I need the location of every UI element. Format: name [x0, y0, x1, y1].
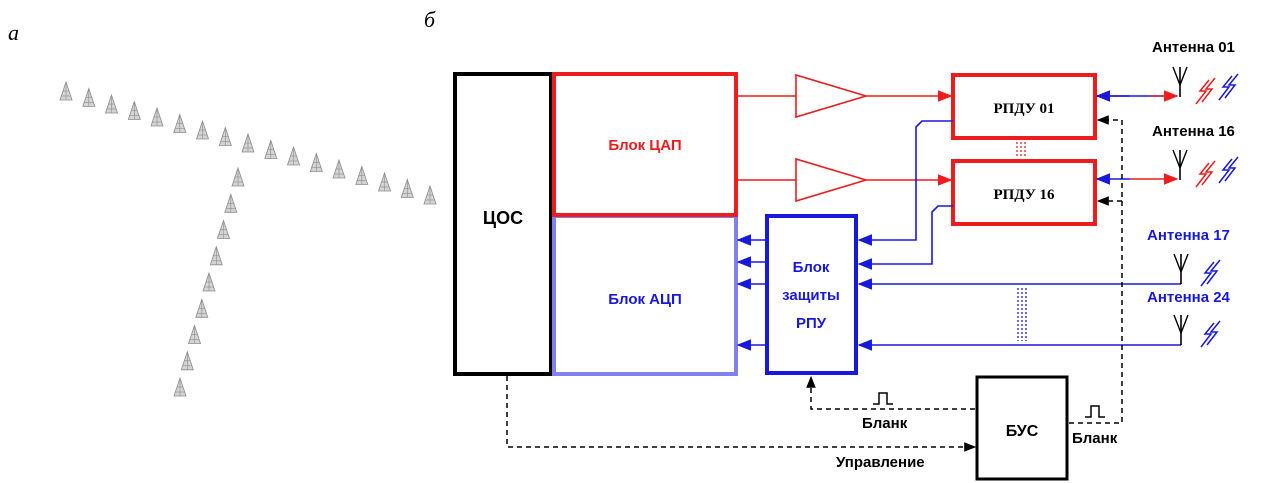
- tx-chain-01: [738, 73, 953, 119]
- rx-line-tx16: [857, 205, 953, 270]
- array-element: [209, 246, 223, 266]
- antenna-17: Антенна 17: [1147, 227, 1230, 287]
- blank-label-right: Бланк: [1072, 430, 1118, 447]
- antenna-16-label: Антенна 16: [1152, 123, 1235, 140]
- array-element: [378, 172, 391, 192]
- tx01-label: РПДУ 01: [993, 101, 1054, 117]
- array-element: [150, 107, 164, 127]
- lightning-icon: [1218, 158, 1233, 184]
- array-element: [400, 179, 414, 198]
- adc-label: Блок АЦП: [608, 291, 682, 308]
- array-element: [173, 114, 187, 133]
- lightning-icon: [1224, 73, 1239, 99]
- antenna-01-label: Антенна 01: [1152, 39, 1235, 56]
- array-element: [224, 193, 238, 213]
- array-element: [287, 146, 300, 166]
- tx16-block: [951, 159, 1097, 226]
- amplifier-icon: [795, 73, 869, 119]
- array-element: [59, 81, 73, 101]
- array-element: [309, 153, 323, 172]
- pulse-icon: [1085, 405, 1105, 418]
- antenna-24: Антенна 24: [1147, 289, 1231, 348]
- lightning-icon: [1218, 75, 1233, 101]
- lightning-icon: [1195, 162, 1210, 188]
- tx01-block: [951, 73, 1097, 140]
- blank-line-to-tx: [1069, 115, 1123, 424]
- array-element: [355, 166, 369, 185]
- array-element: [82, 88, 96, 107]
- tx16-label: РПДУ 16: [993, 187, 1055, 203]
- lightning-icon: [1200, 261, 1215, 287]
- array-element: [195, 298, 209, 318]
- rx-ellipsis: [1017, 288, 1027, 341]
- array-element: [264, 140, 278, 159]
- antenna-icon: [1172, 149, 1188, 181]
- antenna-01: Антенна 01: [1152, 39, 1239, 105]
- dsp-label: ЦОС: [483, 208, 523, 228]
- antenna-icon: [1172, 66, 1188, 98]
- lightning-icon: [1201, 160, 1216, 186]
- lightning-icon: [1206, 320, 1221, 346]
- blank-label-left: Бланк: [862, 415, 908, 432]
- lightning-icon: [1224, 156, 1239, 182]
- antenna-array-illustration: [59, 81, 437, 397]
- array-element: [127, 101, 141, 120]
- array-element: [196, 120, 209, 140]
- antenna-16: Антенна 16: [1152, 123, 1239, 188]
- antenna-17-label: Антенна 17: [1147, 227, 1230, 244]
- dsp-block: [453, 72, 553, 376]
- lightning-icon: [1195, 79, 1210, 105]
- antenna-icon: [1173, 253, 1189, 285]
- panel-label-a: а: [8, 20, 19, 45]
- protection-label-1: Блок: [793, 259, 830, 276]
- bus-block: [975, 375, 1069, 481]
- bus-label: БУС: [1006, 423, 1039, 440]
- dac-label: Блок ЦАП: [608, 137, 681, 154]
- array-element: [218, 127, 232, 146]
- lightning-icon: [1201, 77, 1216, 103]
- lightning-icon: [1206, 259, 1221, 285]
- array-element: [173, 377, 187, 397]
- blank-line-to-protection: [806, 375, 975, 410]
- protection-block: [765, 214, 858, 375]
- tx-chain-16: [738, 157, 953, 203]
- control-line: [506, 376, 977, 452]
- control-label: Управление: [836, 454, 925, 471]
- array-element: [202, 272, 216, 292]
- array-element: [180, 351, 194, 371]
- array-element: [423, 185, 437, 205]
- antenna-icon: [1173, 314, 1189, 346]
- panel-label-b: б: [424, 7, 436, 32]
- array-element: [241, 133, 255, 153]
- tx-ellipsis: [1016, 142, 1026, 158]
- array-element: [217, 220, 230, 239]
- protection-label-2: защиты: [782, 287, 840, 304]
- array-element: [231, 167, 245, 187]
- antenna-24-label: Антенна 24: [1147, 289, 1231, 306]
- array-element: [188, 325, 201, 344]
- array-element: [332, 159, 346, 179]
- lightning-icon: [1200, 322, 1215, 348]
- pulse-icon: [873, 392, 893, 405]
- protection-label-3: РПУ: [796, 315, 827, 332]
- array-element: [105, 94, 118, 114]
- rx-line-tx01: [857, 120, 953, 246]
- protection-to-adc-arrows: [736, 234, 766, 351]
- amplifier-icon: [795, 157, 869, 203]
- dac-block: [552, 72, 738, 217]
